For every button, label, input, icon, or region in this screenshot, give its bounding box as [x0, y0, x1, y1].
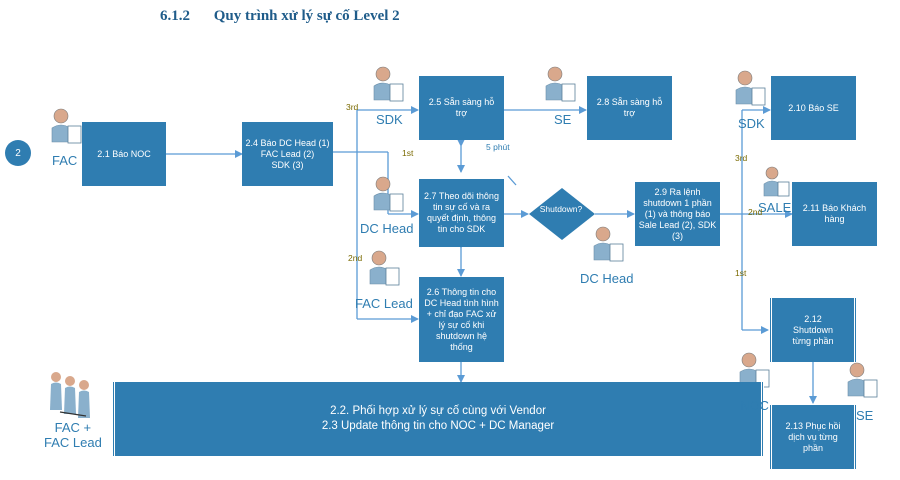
box-2-2: 2.2. Phối hợp xử lý sự cố cùng với Vendo…	[112, 382, 764, 456]
decision-diamond	[529, 188, 595, 240]
section-heading: 6.1.2 Quy trình xử lý sự cố Level 2	[160, 8, 400, 25]
box-2-5: 2.5 Sẵn sàng hỗ trợ	[419, 76, 504, 140]
role-fac-team: FAC + FAC Lead	[44, 420, 102, 450]
person-icon-fac-lead	[369, 250, 400, 286]
role-fac-lead: FAC Lead	[355, 296, 413, 311]
role-sdk-top: SDK	[376, 112, 403, 127]
person-icon-sale	[763, 166, 790, 197]
order-label-3rd-right: 3rd	[735, 153, 748, 163]
box-2-9: 2.9 Ra lệnh shutdown 1 phần (1) và thông…	[635, 182, 720, 246]
order-label-1st-right: 1st	[735, 268, 747, 278]
role-fac: FAC	[52, 153, 78, 168]
box-2-4: 2.4 Báo DC Head (1) FAC Lead (2) SDK (3)	[242, 122, 333, 186]
order-label-2nd: 2nd	[348, 253, 363, 263]
box-2-7: 2.7 Theo dõi thông tin sự cố và ra quyết…	[419, 179, 504, 247]
person-icon-dc-head-mid	[373, 176, 404, 212]
person-icon-dc-head-right	[593, 226, 624, 262]
step-marker: 2	[5, 140, 31, 166]
box-2-6: 2.6 Thông tin cho DC Head tình hình + ch…	[419, 277, 504, 362]
box-2-8: 2.8 Sẵn sàng hỗ trợ	[587, 76, 672, 140]
person-icons	[50, 66, 878, 418]
person-icon-se-bottom	[847, 362, 878, 398]
section-title: Quy trình xử lý sự cố Level 2	[213, 8, 400, 24]
order-label-3rd: 3rd	[346, 102, 359, 112]
person-icon-fac	[51, 108, 82, 144]
decision-label: Shutdown?	[539, 204, 583, 214]
edge-5min-tick	[507, 175, 517, 186]
person-icon-sdk-right	[735, 70, 766, 106]
duration-label: 5 phút	[486, 142, 510, 152]
order-label-2nd-right: 2nd	[748, 207, 763, 217]
role-sdk-right: SDK	[738, 116, 765, 131]
person-icon-sdk	[373, 66, 404, 102]
box-2-13: 2.13 Phục hồi dịch vụ từng phần	[769, 405, 857, 469]
box-2-11: 2.11 Báo Khách hàng	[792, 182, 877, 246]
role-sale: SALE	[758, 200, 792, 215]
order-label-1st: 1st	[402, 148, 414, 158]
role-dc-head-right: DC Head	[580, 271, 634, 286]
role-dc-head-mid: DC Head	[360, 221, 414, 236]
box-2-12: 2.12 Shutdown từng phần	[769, 298, 857, 362]
person-icon-noc	[739, 352, 770, 388]
section-number: 6.1.2	[160, 8, 190, 24]
box-2-1: 2.1 Báo NOC	[82, 122, 166, 186]
role-se-top: SE	[554, 112, 572, 127]
role-noc: NOC	[740, 398, 769, 413]
team-icon-fac	[50, 372, 90, 418]
person-icon-se-top	[545, 66, 576, 102]
role-se-bottom: SE	[856, 408, 874, 423]
box-2-10: 2.10 Báo SE	[771, 76, 856, 140]
